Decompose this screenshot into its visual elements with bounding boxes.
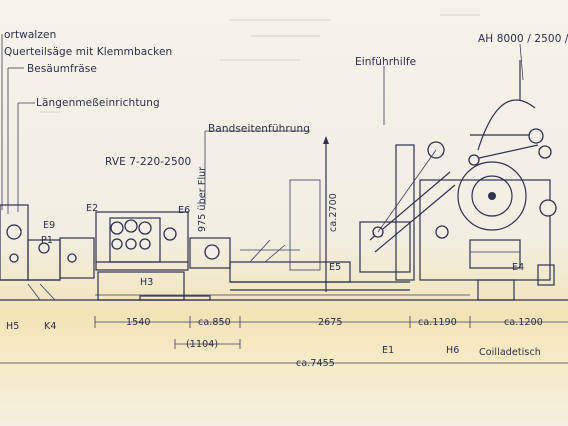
label-coil-loading-table: Coilladetisch [479, 347, 541, 358]
dimension-7455: ca.7455 [296, 358, 335, 369]
label-decoiler-model: AH 8000 / 2500 / [478, 33, 568, 45]
label-h6: H6 [446, 345, 460, 356]
label-e1: E1 [382, 345, 395, 356]
label-e5: E5 [329, 262, 342, 273]
label-k4: K4 [44, 321, 57, 332]
label-leveller-rolls: ortwalzen [4, 29, 57, 41]
label-e6: E6 [178, 205, 191, 216]
label-height-above-floor: 975 über Flur [197, 166, 208, 232]
dimension-1540: 1540 [126, 317, 151, 328]
dimension-1104: (1104) [186, 339, 219, 350]
label-edge-trimmer: Besäumfräse [27, 63, 97, 75]
dimension-1200: ca.1200 [504, 317, 543, 328]
left-saw-section [0, 204, 95, 301]
dimension-lines [0, 316, 568, 364]
band-guide-section [229, 136, 410, 292]
label-threading-aid: Einführhilfe [355, 56, 417, 68]
threading-aid [359, 141, 456, 281]
label-e2: E2 [86, 203, 99, 214]
leader-lines [1, 34, 524, 214]
label-p1: P1 [41, 235, 53, 246]
decoiler-ah-8000 [419, 60, 557, 301]
label-height-2700: ca.2700 [328, 193, 339, 232]
label-cross-cut-saw: Querteilsäge mit Klemmbacken [4, 46, 173, 58]
label-e4: E4 [512, 262, 525, 273]
label-length-measuring: Längenmeßeinrichtung [36, 97, 160, 109]
label-h3: H3 [140, 277, 154, 288]
dimension-1190: ca.1190 [418, 317, 457, 328]
dimension-2675: 2675 [318, 317, 343, 328]
straightener-rve [95, 211, 231, 301]
label-straightener-model: RVE 7-220-2500 [105, 156, 192, 168]
label-e9: E9 [43, 220, 56, 231]
label-h5: H5 [6, 321, 20, 332]
label-band-side-guide: Bandseitenführung [208, 123, 311, 135]
background-faint-marks [40, 14, 480, 113]
dimension-850: ca.850 [198, 317, 231, 328]
